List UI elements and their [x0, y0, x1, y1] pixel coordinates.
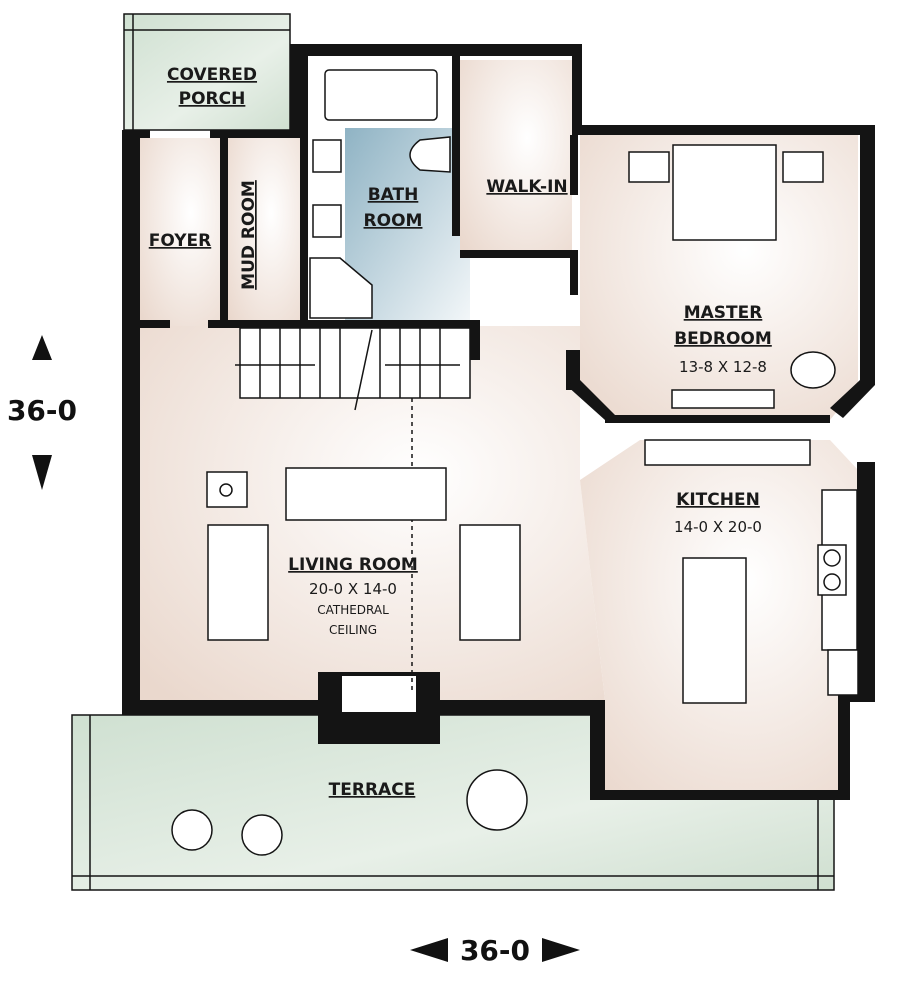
mud-room-area — [228, 138, 300, 326]
master-bedroom-label: MASTER — [684, 303, 763, 323]
mud-room-label: MUD ROOM — [239, 180, 259, 290]
depth-dimension: 36-0 — [7, 394, 77, 427]
bathtub — [324, 69, 438, 121]
loveseat — [459, 524, 521, 641]
living-room-note: CEILING — [329, 623, 377, 637]
dining-table — [682, 557, 747, 704]
kitchen-dimensions: 14-0 X 20-0 — [674, 518, 762, 536]
terrace-label: TERRACE — [329, 780, 416, 800]
kitchen-label: KITCHEN — [676, 490, 760, 510]
dresser — [671, 389, 775, 409]
foyer-area — [140, 138, 225, 326]
bathroom-label: ROOM — [364, 211, 423, 231]
chair — [171, 809, 213, 851]
arrow-right-icon — [542, 938, 580, 962]
side-table — [206, 471, 248, 508]
bathroom-label: BATH — [368, 185, 419, 205]
foyer-label: FOYER — [149, 231, 211, 251]
nightstand — [782, 151, 824, 183]
arrow-left-icon — [410, 938, 448, 962]
master-bedroom-area — [575, 135, 858, 420]
nightstand — [628, 151, 670, 183]
counter — [644, 439, 811, 466]
covered-porch-area — [123, 13, 291, 131]
toilet — [409, 136, 451, 173]
sink — [312, 204, 342, 238]
width-dimension: 36-0 — [460, 934, 530, 967]
living-room-dimensions: 20-0 X 14-0 — [309, 580, 397, 598]
bed — [672, 144, 777, 241]
walk-in-area — [460, 60, 572, 255]
covered-porch-label: COVERED — [167, 65, 257, 85]
armchair — [790, 351, 836, 389]
arrow-down-icon — [32, 455, 52, 490]
chair — [241, 814, 283, 856]
covered-porch-label: PORCH — [179, 89, 246, 109]
shower — [309, 257, 373, 319]
sink — [312, 139, 342, 173]
walk-in-label: WALK-IN — [486, 177, 567, 197]
sofa — [285, 467, 447, 521]
master-bedroom-label: BEDROOM — [674, 329, 772, 349]
stove — [817, 544, 847, 596]
pantry — [827, 649, 859, 696]
living-room-note: CATHEDRAL — [317, 603, 389, 617]
staircase — [235, 327, 471, 690]
master-bedroom-dimensions: 13-8 X 12-8 — [679, 358, 767, 376]
living-room-label: LIVING ROOM — [288, 555, 418, 575]
arrow-up-icon — [32, 335, 52, 360]
round-table — [466, 769, 528, 831]
loveseat — [207, 524, 269, 641]
